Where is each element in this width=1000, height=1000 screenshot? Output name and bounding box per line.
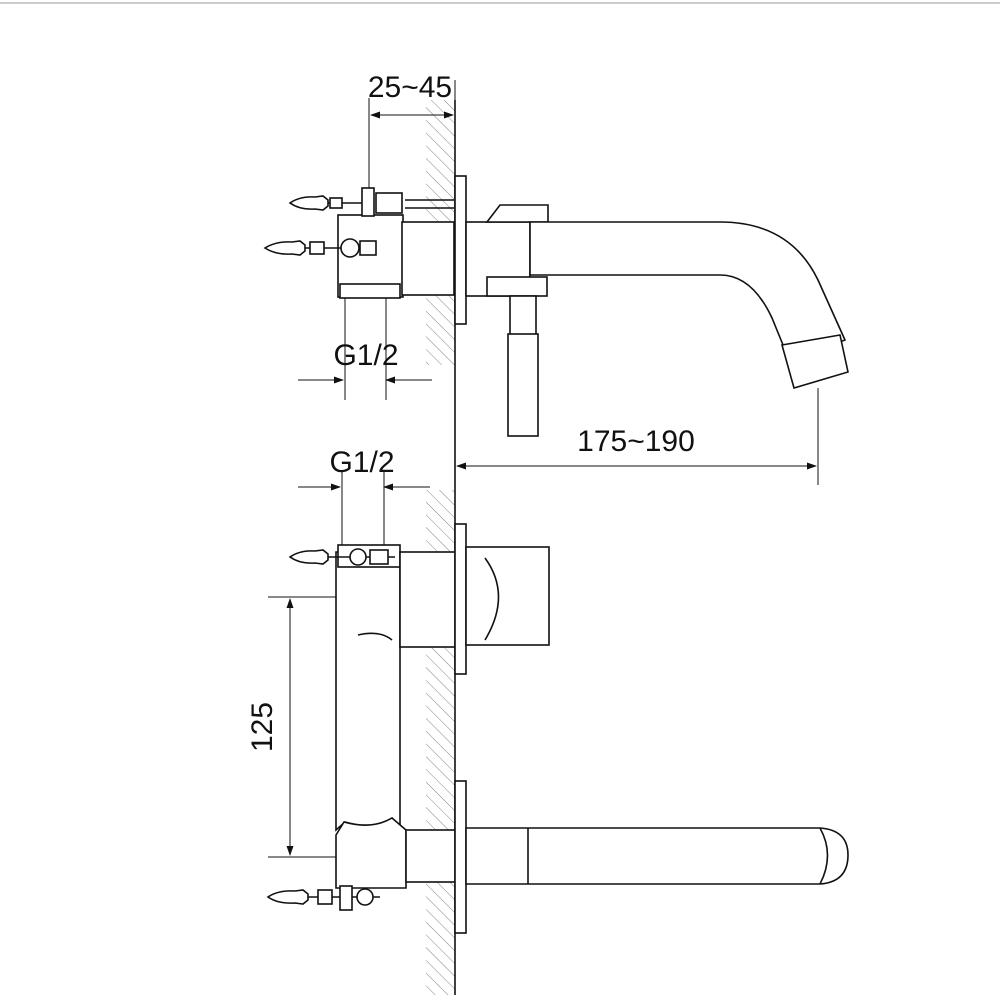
faucet-front-view <box>266 523 849 934</box>
faucet-side-view <box>263 175 849 437</box>
dim-wall-depth: 25~45 <box>368 71 456 188</box>
dim-top-connection: G1/2 <box>298 298 432 400</box>
dim-inlet-spacing: 125 <box>246 596 336 858</box>
dim-side-connection-label: G1/2 <box>329 446 394 479</box>
dim-spout-reach-label: 175~190 <box>577 425 695 458</box>
dim-inlet-spacing-label: 125 <box>246 702 279 752</box>
dim-side-connection: G1/2 <box>298 446 430 545</box>
dim-top-connection-label: G1/2 <box>333 339 398 372</box>
dim-wall-depth-label: 25~45 <box>368 71 452 104</box>
dim-spout-reach: 175~190 <box>456 388 819 485</box>
